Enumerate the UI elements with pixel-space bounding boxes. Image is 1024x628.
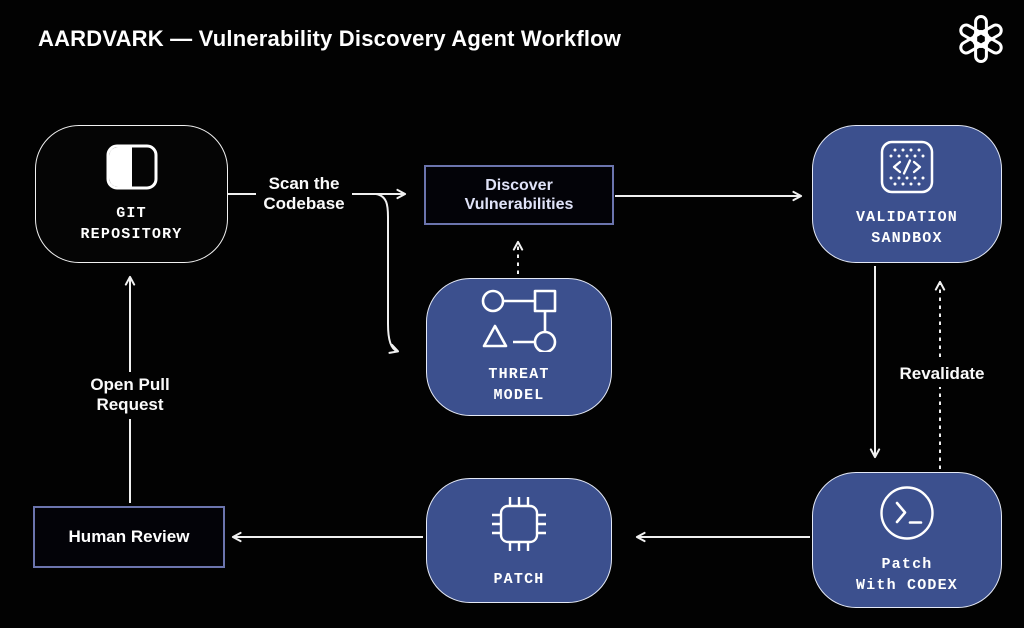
node-patch: PATCH (426, 478, 612, 603)
repository-icon (106, 144, 157, 190)
openai-logo-icon (956, 14, 1006, 64)
threat-model-icon (481, 289, 557, 353)
patch-label: PATCH (493, 570, 545, 588)
node-discover-vulnerabilities: Discover Vulnerabilities (424, 165, 614, 225)
node-human-review: Human Review (33, 506, 225, 568)
terminal-icon (880, 486, 934, 540)
git-repository-label: GIT REPOSITORY (80, 205, 183, 243)
scan-codebase-label: Scan the Codebase (256, 171, 352, 218)
human-review-label: Human Review (68, 526, 190, 546)
discover-vulnerabilities-label: Discover Vulnerabilities (464, 176, 574, 213)
node-patch-with-codex: Patch With CODEX (812, 472, 1002, 608)
validation-sandbox-label: VALIDATION SANDBOX (855, 209, 958, 247)
code-sandbox-icon (880, 141, 934, 194)
patch-with-codex-label: Patch With CODEX (855, 556, 958, 594)
threat-model-label: THREAT MODEL (488, 366, 550, 404)
chip-icon (492, 496, 546, 551)
node-git-repository: GIT REPOSITORY (35, 125, 228, 263)
open-pull-request-label: Open Pull Request (82, 372, 178, 419)
node-threat-model: THREAT MODEL (426, 278, 612, 416)
edge-scan-to-threat-model (375, 193, 400, 354)
node-validation-sandbox: VALIDATION SANDBOX (812, 125, 1002, 263)
revalidate-label: Revalidate (894, 361, 990, 388)
page-title: AARDVARK — Vulnerability Discovery Agent… (38, 26, 622, 51)
